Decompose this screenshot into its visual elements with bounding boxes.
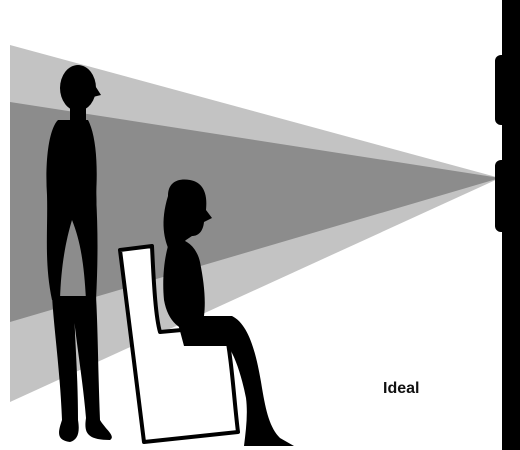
wall-speaker-lower [495,160,511,232]
wall-speaker-upper [495,55,511,125]
diagram-caption: Ideal [383,380,419,398]
